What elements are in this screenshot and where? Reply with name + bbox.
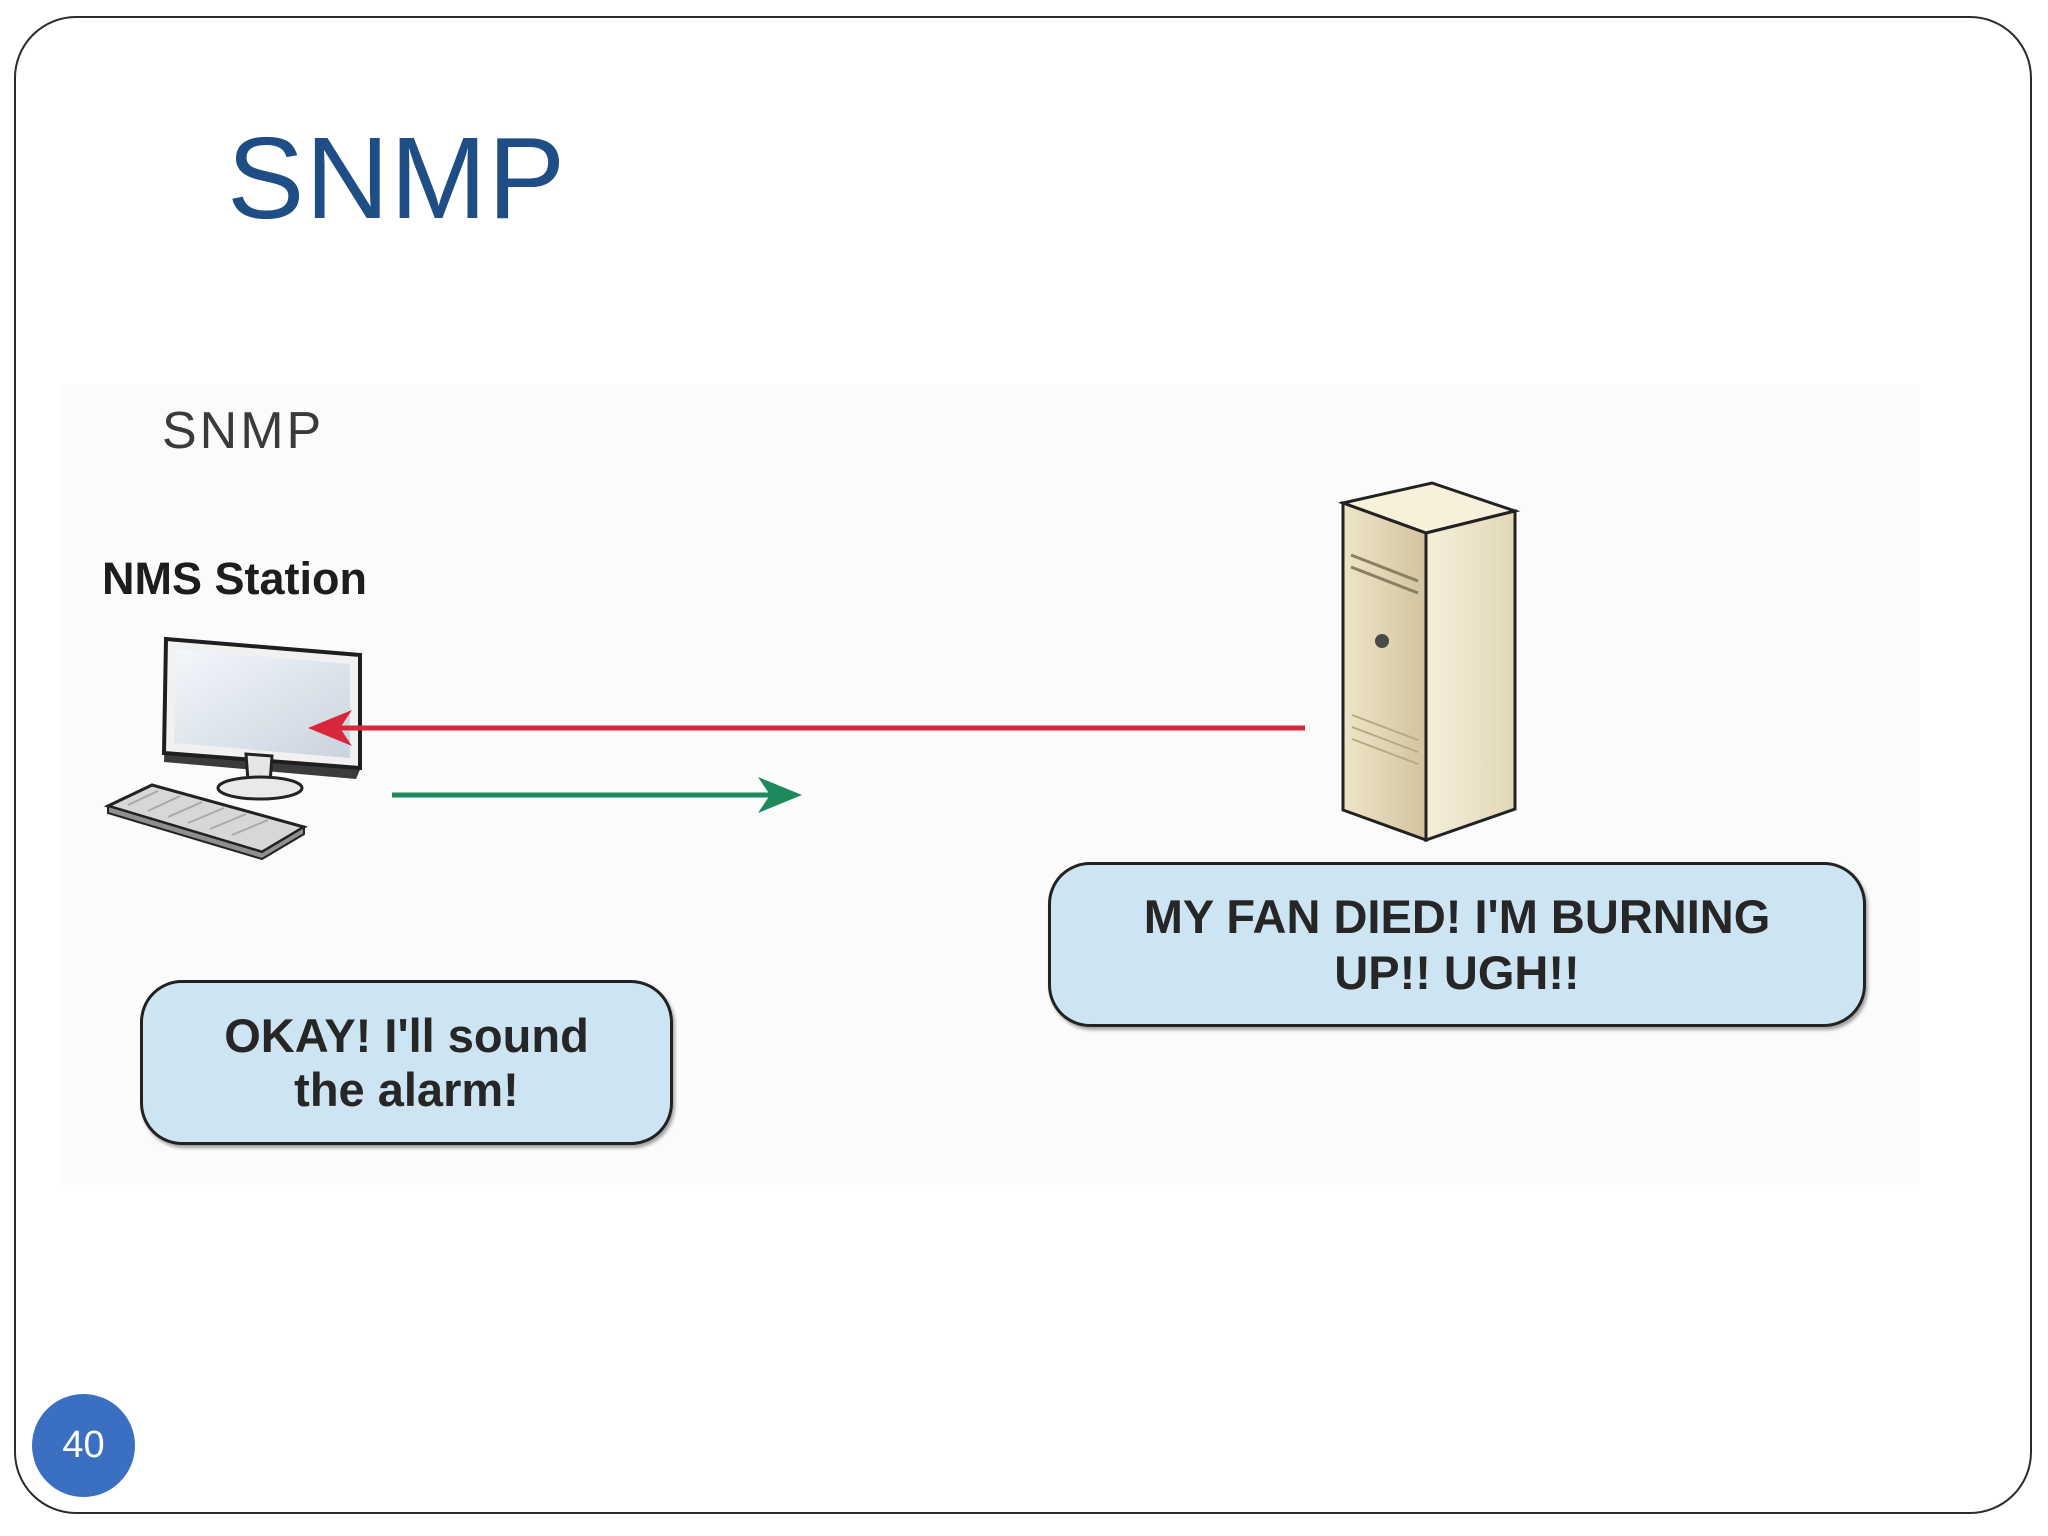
slide-title: SNMP — [227, 113, 567, 243]
nms-station-label: NMS Station — [102, 553, 367, 604]
diagram-graphics — [103, 481, 1521, 861]
response-arrow — [392, 777, 802, 813]
diagram-heading: SNMP — [162, 402, 325, 460]
agent-speech-bubble: MY FAN DIED! I'M BURNING UP!! UGH!! — [1048, 862, 1866, 1027]
nms-message: OKAY! I'll sound the alarm! — [224, 1008, 589, 1116]
desktop-computer-icon — [103, 636, 362, 861]
snmp-diagram: SNMP NMS Station OKAY! I'll sound the al… — [60, 385, 1920, 1185]
trap-arrow — [308, 710, 1305, 746]
nms-speech-bubble: OKAY! I'll sound the alarm! — [140, 980, 673, 1145]
server-tower-icon — [1337, 481, 1521, 843]
agent-message: MY FAN DIED! I'M BURNING UP!! UGH!! — [1143, 889, 1771, 999]
page-number-badge: 40 — [32, 1394, 135, 1497]
